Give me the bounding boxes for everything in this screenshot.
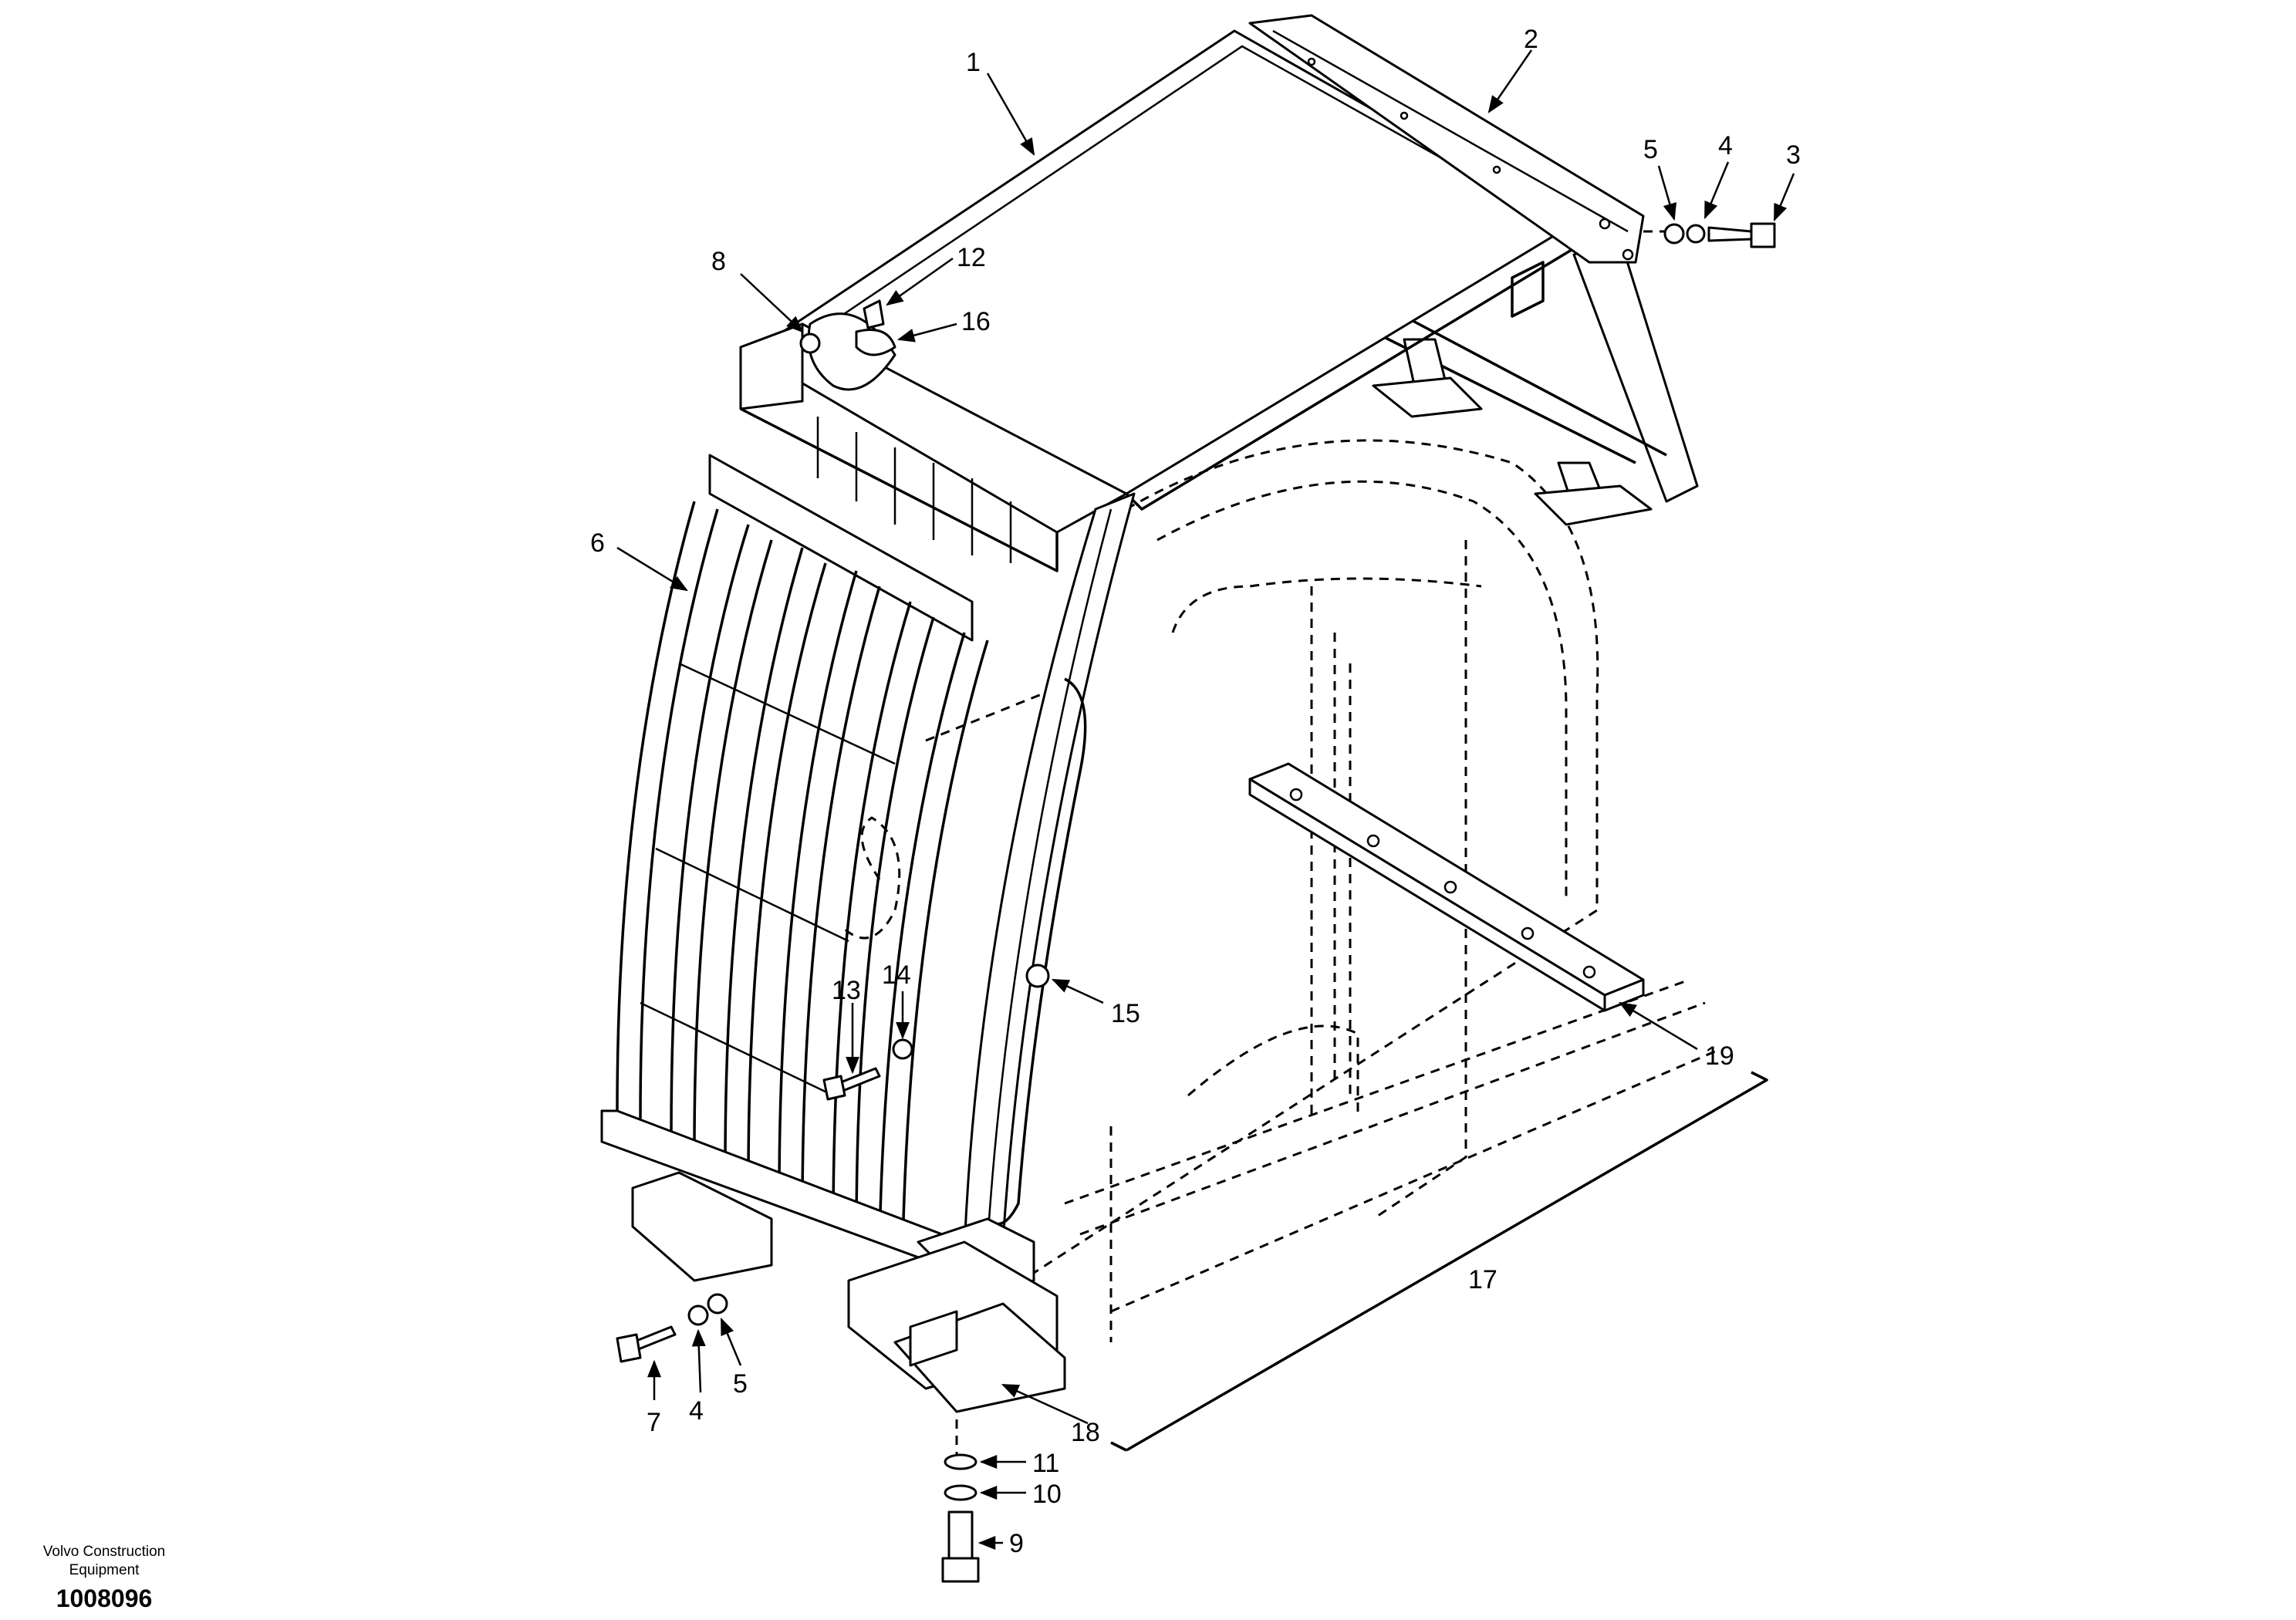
- part-label-12: 12: [957, 243, 986, 272]
- part-label-10: 10: [1032, 1480, 1062, 1509]
- cab-outline: [839, 439, 1721, 1342]
- part-label-8: 8: [711, 247, 726, 276]
- part-label-9: 9: [1009, 1529, 1024, 1558]
- part-label-13: 13: [832, 976, 861, 1005]
- part-label-7: 7: [647, 1408, 661, 1437]
- part-label-14: 14: [882, 960, 911, 990]
- manufacturer-line-1: Volvo Construction: [42, 1544, 166, 1560]
- part-label-11: 11: [1032, 1449, 1059, 1478]
- mounting-rail: [1248, 14, 1645, 264]
- guard-pillar: [963, 492, 1136, 1251]
- manufacturer-caption: Volvo Construction Equipment: [15, 1543, 193, 1580]
- hardware: [616, 222, 1776, 1583]
- part-label-19: 19: [1705, 1041, 1734, 1071]
- manufacturer-line-2: Equipment: [69, 1562, 140, 1578]
- part-label-3: 3: [1786, 140, 1801, 170]
- part-label-2: 2: [1524, 25, 1538, 54]
- top-cross-beam: [739, 312, 1128, 572]
- part-label-1: 1: [966, 48, 981, 77]
- part-label-6: 6: [590, 528, 605, 558]
- part-labels: 1 2 3 4 5 6 7 4 5 8 9 10 11 12 13 14 15 …: [590, 25, 1801, 1558]
- part-label-18: 18: [1071, 1418, 1100, 1447]
- part-label-4-top: 4: [1718, 131, 1733, 160]
- cross-member: [1248, 762, 1645, 1012]
- part-label-16: 16: [961, 307, 991, 336]
- bottom-frame: [600, 1109, 1066, 1413]
- part-label-5-top: 5: [1643, 135, 1658, 164]
- front-guard-bars: [616, 454, 989, 1250]
- document-number: 1008096: [56, 1585, 153, 1612]
- part-label-4-bottom: 4: [689, 1396, 704, 1426]
- leader-lines: [616, 49, 1795, 1550]
- part-label-5-bottom: 5: [733, 1369, 748, 1399]
- part-label-15: 15: [1111, 999, 1140, 1028]
- part-label-17: 17: [1468, 1265, 1497, 1294]
